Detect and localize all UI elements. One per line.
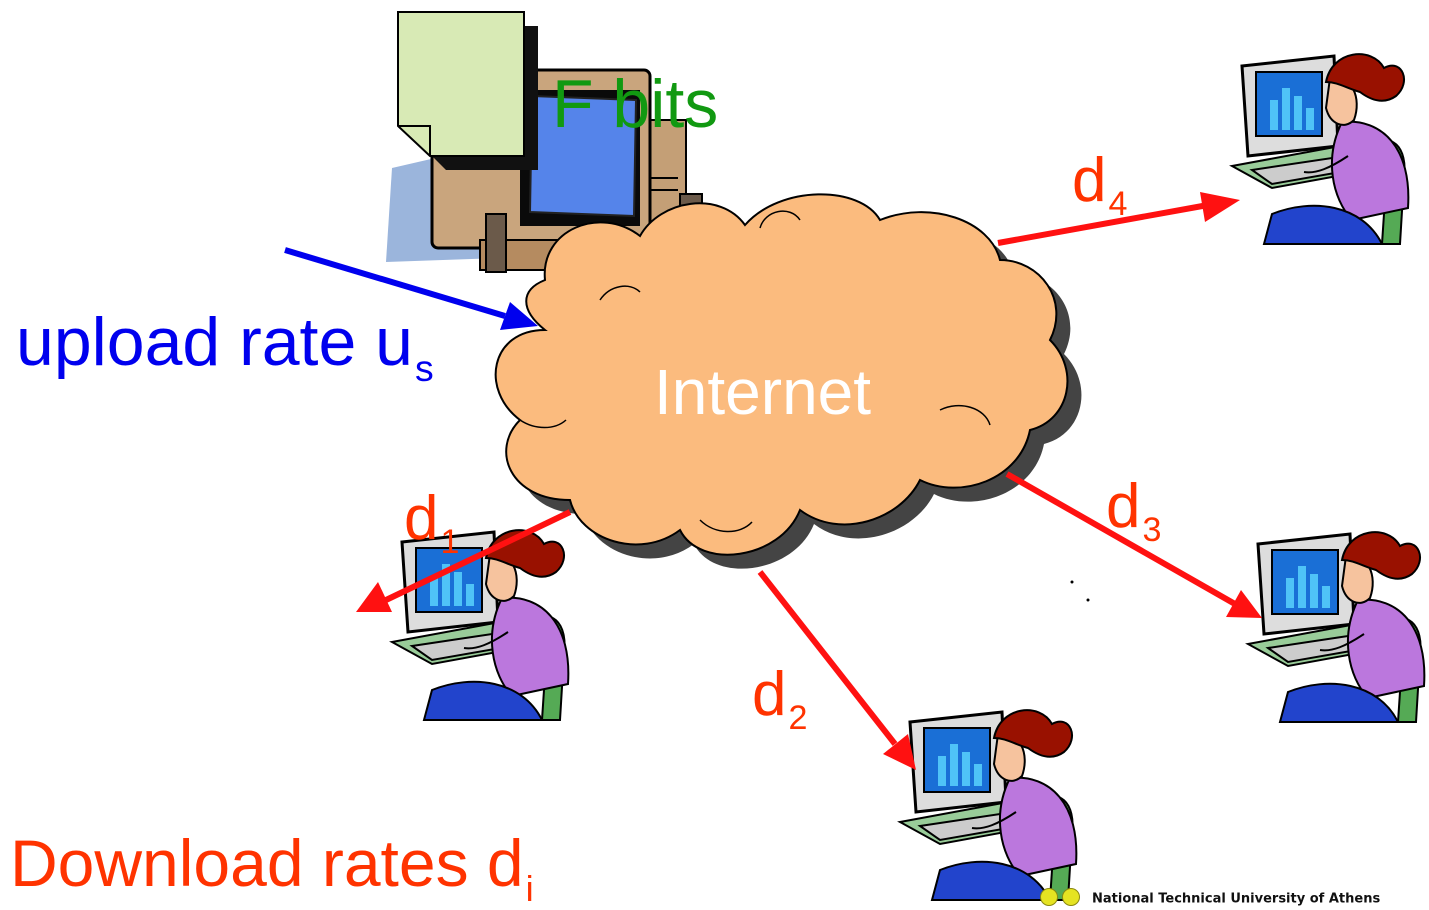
download-rates-subscript: i <box>525 868 534 910</box>
internet-label: Internet <box>654 356 872 428</box>
d2-text: d <box>752 660 787 729</box>
user-computer-icon <box>1230 52 1410 246</box>
d4-label: d4 <box>1072 150 1127 222</box>
document-icon <box>397 11 538 170</box>
user-computer-icon <box>390 528 570 722</box>
university-footer: National Technical University of Athens <box>1040 888 1380 910</box>
download-arrow-d1 <box>356 509 572 612</box>
upload-arrow <box>284 247 538 330</box>
upload-rate-text: upload rate u <box>16 304 413 380</box>
d2-subscript: 2 <box>788 699 808 738</box>
d1-text: d <box>404 484 439 553</box>
d3-label: d3 <box>1106 476 1161 548</box>
file-size-label: F bits <box>552 66 719 142</box>
d3-text: d <box>1106 472 1141 541</box>
d4-subscript: 4 <box>1108 185 1128 224</box>
d3-subscript: 3 <box>1142 511 1162 550</box>
download-arrow-d2 <box>757 570 916 770</box>
d1-subscript: 1 <box>440 523 460 562</box>
upload-rate-label: upload rate us <box>16 308 434 386</box>
download-arrow-d3 <box>1005 471 1262 618</box>
download-rates-text: Download rates d <box>10 826 524 900</box>
university-name: National Technical University of Athens <box>1092 891 1381 907</box>
upload-rate-subscript: s <box>414 346 434 389</box>
user-computer-icon <box>1246 530 1426 724</box>
d2-label: d2 <box>752 664 807 736</box>
download-arrow-d4 <box>997 192 1240 246</box>
download-rates-label: Download rates di <box>10 830 534 907</box>
university-logo-icon <box>1040 888 1084 910</box>
user-computer-icon <box>898 708 1078 902</box>
internet-cloud <box>494 193 1069 556</box>
d1-label: d1 <box>404 488 459 560</box>
d4-text: d <box>1072 146 1107 215</box>
